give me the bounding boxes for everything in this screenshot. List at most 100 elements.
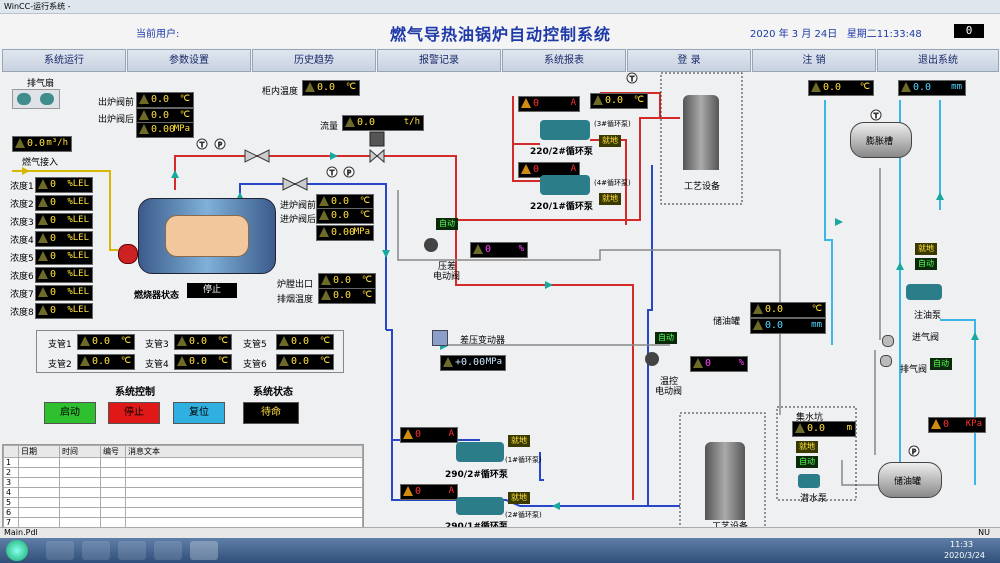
alarm-log-table[interactable]: 日期 时间 编号 消息文本 1 2 3 4 5 6 7 8 [2, 444, 364, 528]
media-player-icon[interactable] [46, 541, 74, 560]
fan-label: 排气扇 [27, 79, 55, 89]
start-icon[interactable] [6, 540, 28, 561]
cabinet-temp-value: 0.0 [317, 82, 336, 93]
pump1-unit: A [570, 98, 576, 108]
nav-params[interactable]: 参数设置 [127, 49, 251, 72]
exhaust-valve-icon[interactable] [880, 355, 892, 367]
table-row[interactable]: 2 [3, 467, 363, 478]
warning-icon [38, 251, 48, 261]
branch-panel [36, 330, 344, 373]
process-tank-1 [683, 95, 719, 170]
nav-logout[interactable]: 注 销 [752, 49, 876, 72]
outlet-front-display: 0.0℃ [136, 92, 194, 108]
table-row[interactable]: 6 [3, 507, 363, 518]
expansion-tank [850, 122, 912, 158]
dp-transmitter-icon [432, 330, 448, 346]
conc-label-4: 浓度4 [10, 236, 34, 246]
row-cell [18, 497, 60, 508]
table-row[interactable]: 3 [3, 477, 363, 488]
row-cell [125, 477, 363, 488]
system-state: 待命 [243, 402, 299, 424]
nav-exit[interactable]: 退出系统 [877, 49, 999, 72]
burner-icon[interactable] [118, 244, 138, 264]
nav-login[interactable]: 登 录 [627, 49, 751, 72]
exhaust-fan[interactable] [12, 89, 60, 109]
pump2-icon[interactable] [540, 175, 590, 195]
row-cell [100, 517, 126, 527]
diff-valve-icon[interactable] [424, 238, 438, 252]
pump3-icon[interactable] [456, 442, 504, 462]
row-cell [18, 467, 60, 478]
warning-icon [811, 82, 821, 92]
branch-unit: ℃ [120, 356, 131, 366]
wincc-runtime-icon[interactable] [190, 541, 218, 560]
main-nav: 系统运行 参数设置 历史趋势 报警记录 系统报表 登 录 注 销 退出系统 [0, 49, 1000, 72]
tray-date: 2020/3/24 [944, 551, 986, 560]
table-row[interactable]: 4 [3, 487, 363, 498]
valve-mode: 自动 [930, 358, 952, 370]
store-temp-value: 0.0 [765, 304, 784, 315]
row-cell [125, 487, 363, 498]
warning-icon [279, 336, 289, 346]
status-caps: NU [978, 528, 990, 537]
sump-label: 集水坑 [796, 413, 824, 423]
warning-icon [593, 95, 603, 105]
fill-pump-icon[interactable] [906, 284, 942, 300]
fill-pump-label: 注油泵 [914, 311, 942, 321]
exp-level-value: 0.0 [913, 82, 932, 93]
sub-pump-icon[interactable] [798, 474, 820, 488]
row-cell [59, 477, 101, 488]
top-temp-display: 0.0℃ [590, 93, 648, 109]
pump2-tag: (4#循环泵) [594, 179, 631, 187]
table-row[interactable]: 5 [3, 497, 363, 508]
warning-icon [139, 124, 149, 134]
row-cell [100, 477, 126, 488]
branch-value: 0.0 [92, 336, 111, 347]
sub-pump-mode1: 就地 [796, 441, 818, 453]
temp-valve-icon[interactable] [645, 352, 659, 366]
alarm-counter: 0 [954, 24, 984, 38]
stop-button[interactable]: 停止 [108, 402, 160, 424]
nav-system-run[interactable]: 系统运行 [2, 49, 126, 72]
conc-value: 0 [50, 305, 57, 316]
pump2-unit: A [570, 164, 576, 174]
chrome-icon[interactable] [82, 541, 110, 560]
table-row[interactable]: 7 [3, 517, 363, 527]
reset-button[interactable]: 复位 [173, 402, 225, 424]
pump4-icon[interactable] [456, 497, 504, 515]
warning-icon [38, 215, 48, 225]
wincc-icon[interactable] [154, 541, 182, 560]
pump1-tag: (3#循环泵) [594, 120, 631, 128]
nav-report[interactable]: 系统报表 [502, 49, 626, 72]
pump1-icon[interactable] [540, 120, 590, 140]
table-row[interactable]: 1 [3, 457, 363, 468]
warning-icon [473, 244, 483, 254]
pump3-name: 290/2#循环泵 [445, 470, 508, 480]
warning-icon [901, 82, 911, 92]
weekday-time-text: 星期二11:33:48 [846, 29, 922, 40]
tray-time: 11:33 [950, 540, 974, 549]
intake-valve-icon[interactable] [882, 335, 894, 347]
tank2-pressure-unit: KPa [965, 419, 982, 429]
dp-transmitter-label: 差压变动器 [460, 336, 506, 346]
nav-alarm-log[interactable]: 报警记录 [377, 49, 501, 72]
conc-unit: %LEL [67, 287, 89, 297]
start-button[interactable]: 启动 [44, 402, 96, 424]
nav-history-trend[interactable]: 历史趋势 [252, 49, 376, 72]
branch-value: 0.0 [291, 356, 310, 367]
conc-label-2: 浓度2 [10, 200, 34, 210]
conc-value: 0 [50, 233, 57, 244]
fan-icon [40, 93, 54, 105]
control-title: 系统控制 [115, 387, 155, 398]
inlet-front-label: 进炉阀前 [280, 201, 317, 211]
furnace-out-display: 0.0℃ [318, 273, 376, 289]
warning-icon [753, 304, 763, 314]
warning-icon [177, 356, 187, 366]
conc-value: 0 [50, 215, 57, 226]
status-file: Main.Pdl [4, 528, 38, 537]
pump1-name: 220/2#循环泵 [530, 147, 593, 157]
folder-icon[interactable] [118, 541, 146, 560]
furnace-out-unit: ℃ [361, 275, 372, 285]
outlet-front-value: 0.0 [151, 94, 170, 105]
